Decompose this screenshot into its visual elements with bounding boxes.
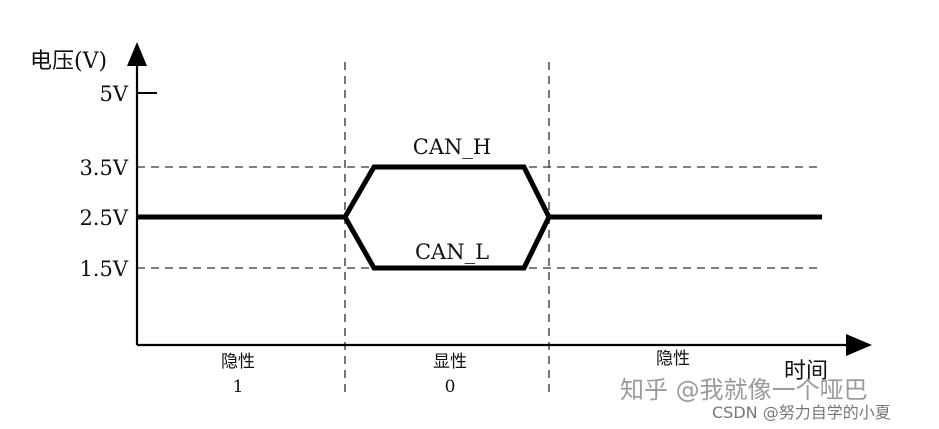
y-tick-label-3-5v: 3.5V xyxy=(79,156,128,180)
y-axis-label: 电压(V) xyxy=(30,49,107,74)
region-2-bit: 0 xyxy=(445,377,456,397)
y-axis-arrow xyxy=(127,42,147,66)
region-2-state: 显性 xyxy=(433,352,467,372)
region-3-state: 隐性 xyxy=(656,349,690,369)
y-tick-label-1-5v: 1.5V xyxy=(79,257,128,281)
can-l-waveform xyxy=(342,215,552,271)
y-tick-label-5v: 5V xyxy=(99,82,128,106)
region-1-bit: 1 xyxy=(233,377,244,397)
y-tick-label-2-5v: 2.5V xyxy=(79,206,128,230)
region-1-state: 隐性 xyxy=(221,352,255,372)
can-h-waveform xyxy=(137,164,822,220)
can-l-label: CAN_L xyxy=(415,240,489,264)
x-axis-arrow xyxy=(846,334,872,356)
x-axis-label: 时间 xyxy=(784,359,828,384)
zhihu-watermark: 知乎 @我就像一个哑巴 xyxy=(620,376,868,404)
can-h-label: CAN_H xyxy=(413,135,491,159)
csdn-watermark: CSDN @努力自学的小夏 xyxy=(712,403,891,422)
